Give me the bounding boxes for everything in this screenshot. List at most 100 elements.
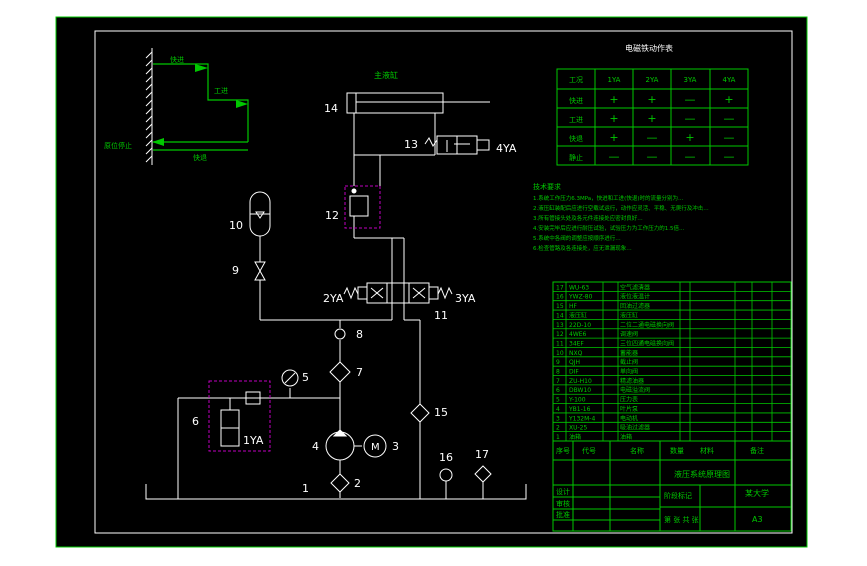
header-note: 备注 bbox=[750, 446, 764, 455]
component-label-17: 17 bbox=[475, 448, 489, 461]
action-table-header: 工况 bbox=[569, 76, 583, 84]
action-table-cell: — bbox=[647, 150, 658, 163]
parts-row-number: 2 bbox=[556, 425, 560, 432]
technical-notes: 技术要求 1.系统工作压力6.3MPa，快进和工进(快退)时的流量分别为…2.液… bbox=[533, 182, 709, 252]
drawing-title: 液压系统原理图 bbox=[674, 469, 730, 479]
parts-row-code: NXQ bbox=[569, 350, 583, 357]
design-label: 设计 bbox=[556, 487, 570, 496]
title-block bbox=[552, 440, 792, 532]
parts-row-number: 12 bbox=[556, 331, 564, 338]
action-table-cell: — bbox=[724, 131, 735, 144]
parts-row-code: Y132M-4 bbox=[568, 415, 595, 422]
parts-row-name: 单向阀 bbox=[620, 368, 638, 376]
hydraulic-schematic bbox=[145, 92, 527, 500]
tech-note-line: 3.所有管接头处及各元件连接处应密封良好… bbox=[533, 214, 643, 222]
stop-valve-9-symbol bbox=[254, 261, 266, 281]
cylinder-14-symbol bbox=[346, 92, 490, 156]
component-label-10: 10 bbox=[229, 219, 243, 232]
school-name: 某大学 bbox=[745, 488, 769, 498]
parts-row-code: DBW10 bbox=[569, 387, 591, 394]
component-label-14: 14 bbox=[324, 102, 338, 115]
tech-note-line: 1.系统工作压力6.3MPa，快进和工进(快退)时的流量分别为… bbox=[533, 194, 683, 202]
parts-row-name: 油箱 bbox=[620, 433, 632, 441]
parts-row-name: 二位二通电磁换向阀 bbox=[620, 321, 674, 329]
header-name: 名称 bbox=[630, 446, 644, 455]
tank-1-symbol bbox=[145, 484, 527, 500]
parts-row-name: 压力表 bbox=[620, 396, 638, 404]
stage-mark: 阶段标记 bbox=[664, 491, 692, 500]
action-table-cell: + bbox=[685, 131, 694, 144]
directional-valve-11-symbol bbox=[343, 282, 453, 304]
action-table-cell: + bbox=[609, 131, 618, 144]
parts-row-number: 13 bbox=[556, 322, 564, 329]
parts-row-number: 14 bbox=[556, 312, 564, 319]
action-table-row-label: 工进 bbox=[569, 116, 583, 124]
action-table-cell: — bbox=[724, 150, 735, 163]
action-table-cell: — bbox=[647, 131, 658, 144]
component-label-11: 11 bbox=[434, 309, 448, 322]
tech-note-line: 5.系统中各阀的调整应按顺序进行… bbox=[533, 234, 621, 242]
inner-frame bbox=[94, 30, 793, 534]
sheet-label: 第 张 共 张 bbox=[664, 515, 699, 524]
pressure-gauge-5-symbol bbox=[281, 369, 299, 387]
action-table-cell: + bbox=[609, 112, 618, 125]
parts-row-name: 三位四通电磁换向阀 bbox=[620, 339, 674, 347]
parts-row-code: YWZ-80 bbox=[568, 294, 593, 301]
parts-row-number: 10 bbox=[556, 350, 564, 357]
action-table-cell: — bbox=[609, 150, 620, 163]
parts-row-number: 16 bbox=[556, 294, 564, 301]
velocity-label-fast-forward: 快进 bbox=[170, 55, 184, 64]
solenoid-label-3ya: 3YA bbox=[455, 292, 476, 305]
relief-valve-6-box bbox=[208, 380, 271, 452]
component-label-3: 3 bbox=[392, 440, 399, 453]
action-table-cell: + bbox=[609, 93, 618, 106]
component-label-9: 9 bbox=[232, 264, 239, 277]
motor-3-symbol bbox=[363, 434, 387, 458]
parts-row-code: 4WE6 bbox=[569, 331, 587, 338]
velocity-label-home-stop: 原位停止 bbox=[104, 141, 132, 150]
action-table-cell: + bbox=[724, 93, 733, 106]
valve-13-symbol bbox=[424, 135, 490, 155]
tech-note-line: 4.安装完毕后应进行耐压试验，试验压力为工作压力的1.5倍… bbox=[533, 224, 685, 232]
parts-row-name: 蓄能器 bbox=[620, 349, 638, 357]
action-table-cell: — bbox=[724, 112, 735, 125]
approve-label: 批准 bbox=[556, 510, 570, 519]
parts-row-name: 电磁溢流阀 bbox=[620, 386, 650, 394]
parts-row-code: 34EF bbox=[569, 340, 584, 347]
header-code: 代号 bbox=[582, 446, 596, 455]
component-label-15: 15 bbox=[434, 406, 448, 419]
parts-row-number: 11 bbox=[556, 340, 564, 347]
action-table-cell: + bbox=[647, 112, 656, 125]
component-label-5: 5 bbox=[302, 371, 309, 384]
action-table-row-label: 快进 bbox=[569, 96, 583, 105]
parts-row-code: YB1-16 bbox=[568, 406, 591, 413]
check-label: 审核 bbox=[556, 499, 570, 508]
solenoid-label-1ya: 1YA bbox=[243, 434, 264, 447]
component-label-2: 2 bbox=[354, 477, 361, 490]
action-table-row-label: 快退 bbox=[569, 134, 583, 143]
parts-row-code: HF bbox=[569, 303, 578, 310]
parts-row-name: 叶片泵 bbox=[620, 405, 638, 413]
parts-row-number: 3 bbox=[556, 415, 560, 422]
header-qty: 数量 bbox=[670, 446, 684, 455]
component-label-13: 13 bbox=[404, 138, 418, 151]
velocity-diagram: 快进 工进 快退 原位停止 bbox=[104, 48, 249, 165]
parts-row-name: 液压缸 bbox=[620, 311, 638, 319]
component-label-4: 4 bbox=[312, 440, 319, 453]
velocity-label-work-feed: 工进 bbox=[214, 87, 228, 95]
component-label-6: 6 bbox=[192, 415, 199, 428]
header-material: 材料 bbox=[700, 446, 714, 455]
tech-notes-title: 技术要求 bbox=[533, 182, 561, 191]
parts-row-code: 液压缸 bbox=[569, 311, 587, 319]
parts-row-number: 6 bbox=[556, 387, 560, 394]
parts-row-code: XU-25 bbox=[569, 425, 587, 432]
parts-row-name: 液位液温计 bbox=[620, 293, 650, 301]
parts-row-name: 吸油过滤器 bbox=[620, 424, 650, 432]
parts-row-name: 空气滤清器 bbox=[620, 283, 650, 291]
check-valve-8-symbol bbox=[334, 328, 346, 340]
component-label-7: 7 bbox=[356, 366, 363, 379]
parts-row-code: Y-100 bbox=[568, 397, 586, 404]
tech-note-line: 6.检查管路及各连接处，应无泄漏现象… bbox=[533, 244, 632, 252]
parts-row-code: 22D-10 bbox=[569, 322, 591, 329]
